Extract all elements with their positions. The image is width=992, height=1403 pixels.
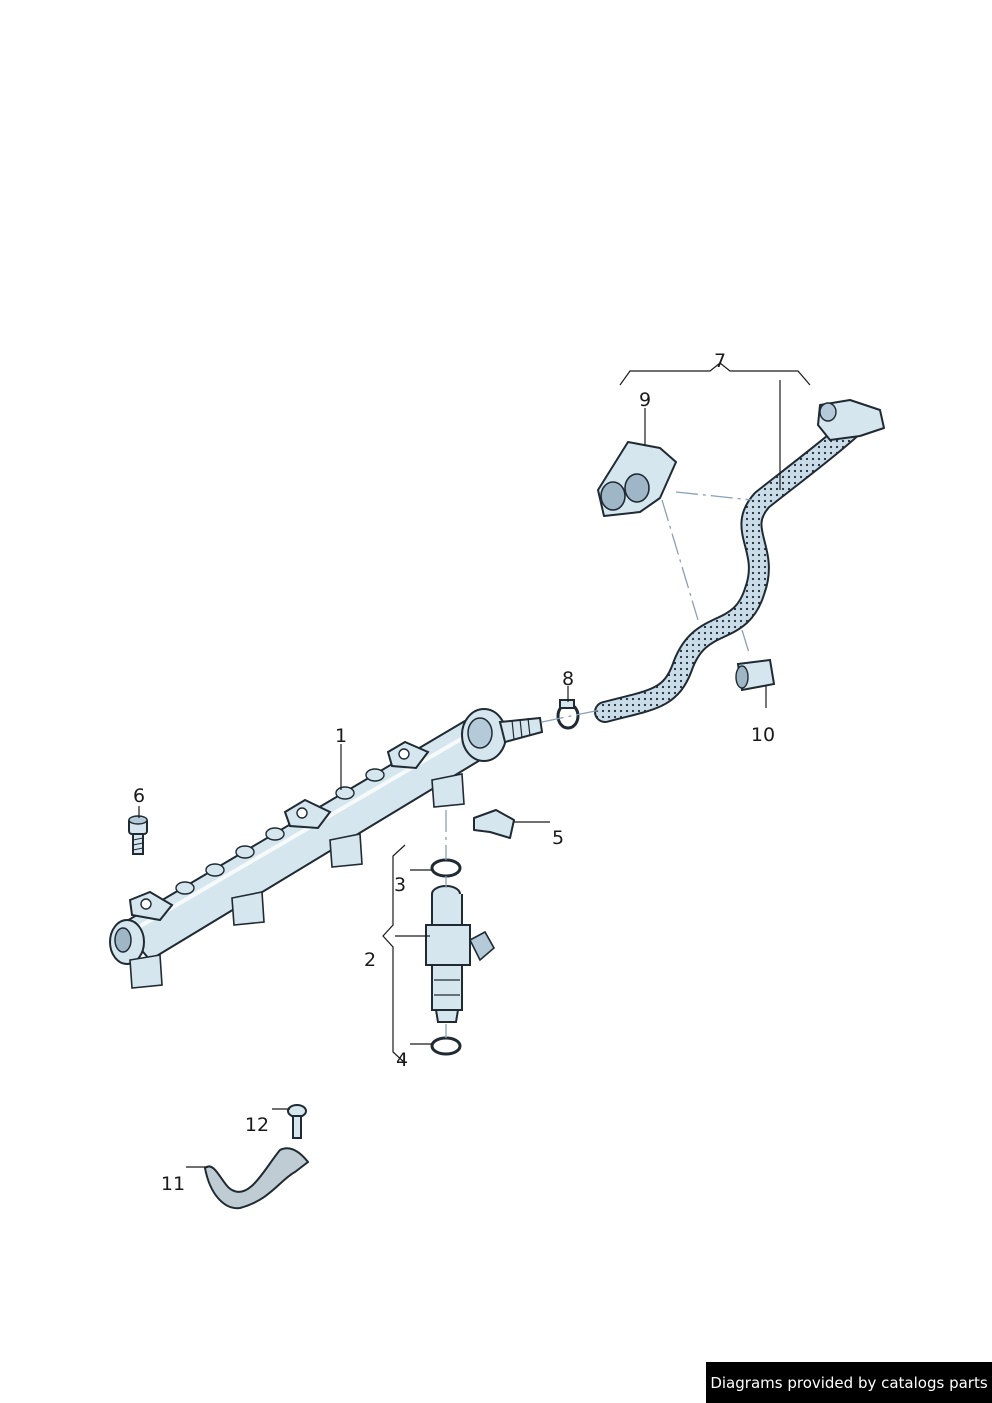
callout-3: 3: [394, 874, 406, 896]
callout-10: 10: [751, 724, 775, 746]
callout-12: 12: [245, 1114, 269, 1136]
bracket-screw: [287, 1104, 307, 1139]
fuel-injector: [425, 885, 496, 1023]
callout-7: 7: [714, 350, 726, 372]
rail-bolt: [128, 815, 148, 855]
o-ring-lower: [430, 1036, 462, 1056]
callout-11: 11: [161, 1173, 185, 1195]
callout-2: 2: [364, 949, 376, 971]
callout-9: 9: [639, 389, 651, 411]
retaining-clip: [473, 809, 515, 839]
callout-5: 5: [552, 827, 564, 849]
callout-labels: 1 2 3 4 5 6 7 8 9 10 11 12: [133, 350, 775, 1195]
leader-lines: [138, 362, 811, 1168]
callout-4: 4: [396, 1049, 408, 1071]
o-ring-upper: [430, 858, 462, 878]
assembly-lines: [445, 491, 753, 1038]
fuel-hose: [594, 399, 885, 723]
hose-clamp: [556, 699, 580, 730]
heat-shield-bracket: [204, 1147, 309, 1210]
hose-holder: [597, 441, 677, 517]
callout-8: 8: [562, 668, 574, 690]
callout-1: 1: [335, 725, 347, 747]
fuel-rail: [109, 708, 544, 989]
credit-banner: Diagrams provided by catalogs parts: [706, 1362, 992, 1403]
hose-sleeve: [735, 658, 776, 692]
callout-6: 6: [133, 785, 145, 807]
